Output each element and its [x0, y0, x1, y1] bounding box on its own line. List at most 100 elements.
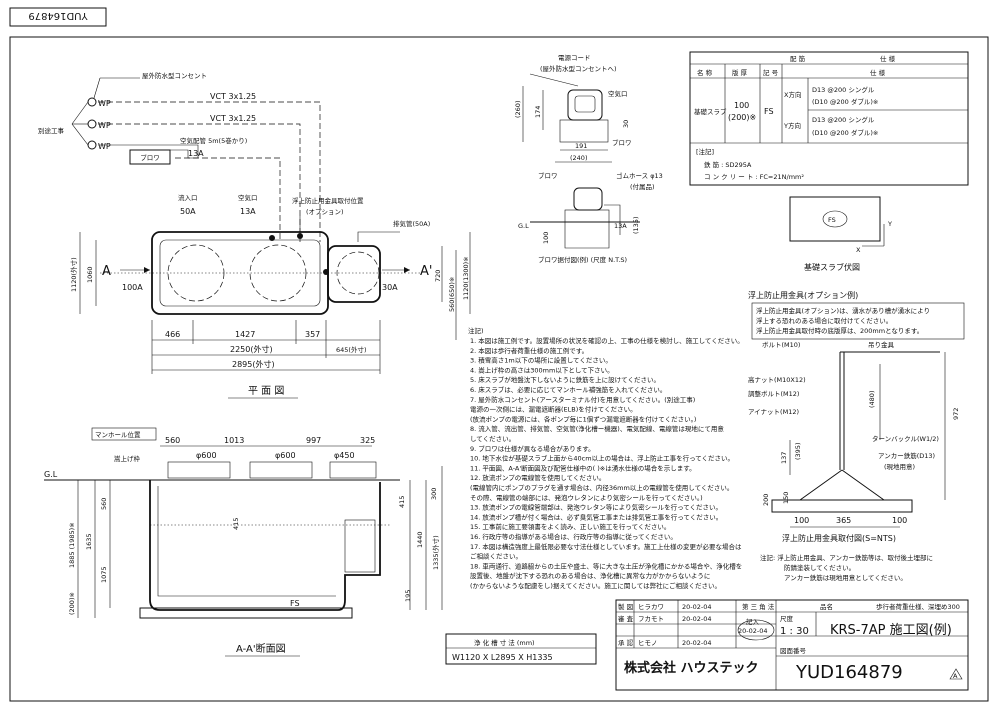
sec-d1075: 1075 [100, 566, 108, 583]
tb-hinmei: 歩行者荷重仕様、深埋め300 [876, 602, 960, 611]
section-gl: G.L [44, 470, 58, 479]
slab-y: Y [887, 220, 892, 228]
note-line: 14. 放流ポンプ槽が付く場合は、必ず臭気管工事または排気管工事を行ってください… [470, 512, 722, 521]
note-line: 6. 床スラブは、必要に応じてマンホール補強筋を入れてください。 [470, 385, 666, 394]
spec-thick-header: 版 厚 [732, 68, 748, 77]
anchor-hnut: 高ナット(M10X12) [748, 375, 806, 384]
blower-label-detail: ブロワ [612, 138, 632, 147]
tb-drawno: YUD164879 [795, 662, 903, 683]
note-line: (放流ポンプの電源には、各ポンプ毎に1個ずつ漏電遮断器を付けてください。) [470, 414, 696, 423]
sec-d1440: 1440 [416, 531, 424, 548]
vct-label-1: VCT 3x1.25 [210, 92, 256, 101]
note-line: 4. 嵩上げ枠の高さは300mm以下として下さい。 [470, 365, 614, 374]
spec-x2: (D10 @200 ダブル)※ [812, 97, 878, 106]
anchor-caption: 浮上防止用金具取付図(S=NTS) [782, 533, 896, 543]
dim-30: 30 [622, 120, 630, 128]
section-a-right: A' [420, 264, 432, 279]
note-line: 11. 平面図、A-A'断面図及び配管仕様中の( )※は湧水仕様の場合を示します… [470, 463, 696, 472]
sec-p600a: φ600 [196, 451, 217, 460]
sec-d415b: 415 [398, 496, 406, 508]
wp-label-2: WP [98, 121, 111, 130]
spec-thick-2: (200)※ [728, 113, 756, 122]
inlet-label: 流入口 [178, 193, 198, 202]
section-fs: FS [290, 599, 300, 608]
rubber-hose-label: ゴムホース φ13 [616, 171, 663, 180]
size-value: W1120 X L2895 X H1335 [452, 653, 553, 662]
spec-steel: 鉄 筋 : SD295A [704, 160, 752, 169]
dim-174: 174 [534, 106, 542, 118]
section-a-left: A [102, 264, 111, 279]
plan-title: 平 面 図 [248, 385, 284, 397]
note-line: (かからないような配慮をし)据えてください。施工に関しては弊社にご相談ください。 [470, 581, 721, 590]
note-line: 15. 工事前に施工要領書をよく読み、正しい施工を行ってください。 [470, 522, 670, 531]
note-line: 12. 放流ポンプの電線管を使用してください。 [470, 473, 605, 482]
dim-1060: 1060 [86, 266, 94, 283]
note-line: 16. 行政庁等の指導がある場合は、行政庁等の指導に従ってください。 [470, 532, 677, 541]
tb-stamp-1: 記入 [746, 617, 760, 626]
spec-sign-header: 記 号 [763, 68, 779, 77]
lift-frame-label: 嵩上げ枠 [114, 454, 141, 463]
dim-135-detail: (135) [632, 217, 640, 234]
sec-d200: (200)※ [68, 592, 76, 615]
tb-projection: 第 三 角 法 [742, 602, 775, 611]
inlet-size: 50A [180, 207, 196, 216]
dim-240: (240) [570, 154, 587, 162]
air-port-label-detail: 空気口 [608, 89, 628, 98]
spec-name: 基礎スラブ [694, 107, 727, 116]
note-line: してください。 [470, 435, 515, 443]
tb-r2-name: フカモト [638, 615, 664, 623]
anchor-note-3: 浮上防止用金具取付時の底版厚は、200mmとなります。 [756, 326, 923, 335]
power-cord-label: 電源コード [558, 53, 591, 62]
tb-r2-label: 審 査 [618, 614, 634, 623]
anchor-d137: 137 [780, 452, 788, 464]
anchor-position-label: 浮上防止用金具取付位置 [292, 196, 364, 205]
dim-260: (260) [514, 101, 522, 118]
power-cord-label-2: (屋外防水型コンセントへ) [540, 64, 617, 73]
sec-d1013: 1013 [224, 436, 244, 445]
anchor-detail: 浮上防止用金具(オプション例) 浮上防止用金具(オプション)は、湧水があり槽が湧… [748, 290, 965, 582]
sec-p600b: φ600 [275, 451, 296, 460]
size-box: 浄 化 槽 寸 法 (mm) W1120 X L2895 X H1335 [445, 633, 597, 665]
slab-caption: 基礎スラブ伏図 [804, 262, 860, 272]
tb-hinmei-label: 品名 [820, 602, 833, 611]
spec-x-dir: X方向 [784, 90, 801, 99]
anchor-d365: 365 [836, 516, 851, 525]
sec-p450: φ450 [334, 451, 355, 460]
blower-detail-caption: ブロワ据付図(例) (尺度 N.T.S) [538, 255, 627, 264]
exhaust-pipe-label: 排気管(50A) [393, 219, 430, 228]
spec-concrete: コ ン ク リ ー ト : FC=21N/mm² [704, 173, 804, 181]
wp-label-1: WP [98, 99, 111, 108]
dim-357: 357 [305, 330, 320, 339]
tb-company: 株式会社 ハウステック [624, 660, 759, 676]
vct-label-2: VCT 3x1.25 [210, 114, 256, 123]
blower-box [129, 149, 171, 165]
dim-466: 466 [165, 330, 180, 339]
anchor-turn: ターンバックル(W1/2) [872, 434, 939, 443]
anchor-note-1: 浮上防止用金具(オプション)は、湧水があり槽が湧水により [756, 306, 930, 315]
manhole-label: マンホール位置 [95, 430, 141, 439]
anchor-d480: (480) [868, 391, 876, 408]
spec-name-header: 名 称 [697, 68, 713, 77]
air-port-label: 空気口 [238, 193, 258, 202]
anchor-hook: 吊り金具 [868, 340, 895, 349]
dim-13a-detail: 13A [614, 222, 627, 230]
air-13a-label: 13A [188, 149, 204, 158]
tb-r2-date: 20-02-04 [682, 615, 712, 623]
blower-detail: 電源コード (屋外防水型コンセントへ) 空気口 ブロワ (260) 174 30… [514, 53, 663, 264]
spec-spec-header: 仕 様 [880, 54, 896, 63]
note-line: 3. 積雪高さ1m以下の場所に設置してください。 [470, 356, 612, 365]
tb-rev: A [953, 672, 958, 680]
dim-560: 560(650)※ [448, 277, 456, 312]
anchor-foot-1: 注記: 浮上防止用金具、アンカー鉄筋等は、取付後土埋部に [760, 553, 933, 562]
anchor-foot-3: アンカー鉄筋は現地用意としてください。 [784, 573, 907, 582]
tb-stamp-2: 20-02-04 [738, 627, 768, 635]
blower-label-2: ブロワ [538, 171, 558, 180]
tb-r1-date: 20-02-04 [682, 603, 712, 611]
anchor-inut: アイナット(M12) [748, 408, 799, 416]
spec-sign: FS [764, 107, 774, 116]
inlet-100a: 100A [122, 283, 143, 292]
note-line: 10. 地下水位が基礎スラブ上面から40cm以上の場合は、浮上防止工事を行ってく… [470, 454, 734, 463]
air-port-size: 13A [240, 207, 256, 216]
note-line: 設置後、地盤が沈下する恐れのある場合は、浄化槽に異常な力がかからないように [470, 571, 710, 580]
dim-645: 645(外寸) [336, 345, 366, 354]
